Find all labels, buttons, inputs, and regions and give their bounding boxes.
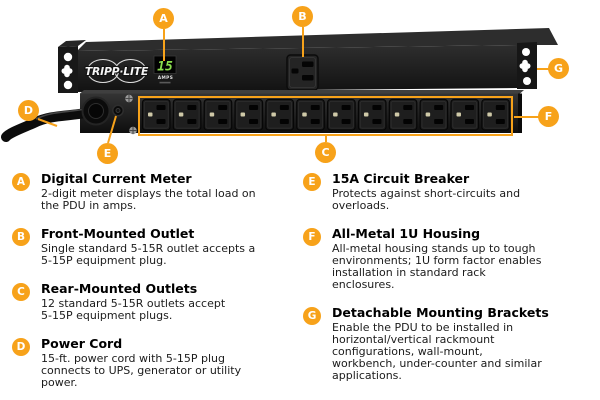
feature-title: 15A Circuit Breaker [332,171,470,186]
feature-all-metal-housing: F All-Metal 1U Housing All-metal housing… [303,227,592,291]
feature-power-cord: D Power Cord 15-ft. power cord with 5-15… [12,337,303,389]
feature-title: Digital Current Meter [41,171,192,186]
front-outlet [286,54,319,91]
feature-title: Front-Mounted Outlet [41,226,195,241]
feature-legend: A Digital Current Meter 2-digit meter di… [12,172,592,400]
callout-line-d [37,118,58,127]
current-meter: 15 AMPS [153,55,177,84]
device-illustration: TRIPP·LITE 15 AMPS [0,0,600,166]
feature-rear-mounted-outlets: C Rear-Mounted Outlets 12 standard 5-15R… [12,282,303,322]
feature-front-mounted-outlet: B Front-Mounted Outlet Single standard 5… [12,227,303,267]
meter-value: 15 [157,60,173,75]
feature-bullet-a: A [12,173,30,191]
feature-digital-current-meter: A Digital Current Meter 2-digit meter di… [12,172,303,212]
power-cord [1,96,111,142]
callout-line-e [107,115,117,144]
legend-column-left: A Digital Current Meter 2-digit meter di… [12,172,303,400]
callout-marker-b: B [292,6,313,27]
callout-marker-e: E [97,143,118,164]
callout-marker-f: F [538,106,559,127]
feature-bullet-c: C [12,283,30,301]
panel-screws [125,94,137,135]
feature-mounting-brackets: G Detachable Mounting Brackets Enable th… [303,306,592,382]
mounting-bracket-left [58,40,86,93]
legend-column-right: E 15A Circuit Breaker Protects against s… [303,172,592,400]
meter-unit-label: AMPS [158,75,173,81]
feature-description: 15-ft. power cord with 5-15P plug connec… [41,352,242,389]
feature-title: All-Metal 1U Housing [332,226,481,241]
callout-marker-a: A [153,8,174,29]
circuit-breaker-button [112,104,124,117]
callout-lines [37,27,549,144]
feature-description: Enable the PDU to be installed in horizo… [332,321,542,382]
mounting-bracket-right [517,42,537,89]
brand-text: TRIPP·LITE [85,65,149,78]
feature-bullet-e: E [303,173,321,191]
feature-bullet-b: B [12,228,30,246]
feature-title: Detachable Mounting Brackets [332,305,549,320]
callout-marker-g: G [548,58,569,79]
feature-title: Rear-Mounted Outlets [41,281,198,296]
feature-bullet-g: G [303,307,321,325]
feature-description: 2-digit meter displays the total load on… [41,187,256,212]
feature-description: All-metal housing stands up to tough env… [332,242,542,291]
tripp-lite-logo: TRIPP·LITE [84,58,150,84]
feature-description: Protects against short-circuits and over… [332,187,521,212]
feature-description: 12 standard 5-15R outlets accept 5-15P e… [41,297,226,322]
feature-description: Single standard 5-15R outlet accepts a 5… [41,242,256,267]
feature-circuit-breaker: E 15A Circuit Breaker Protects against s… [303,172,592,212]
feature-title: Power Cord [41,336,123,351]
pdu-drawing: TRIPP·LITE 15 AMPS [1,27,558,144]
feature-bullet-d: D [12,338,30,356]
callout-marker-d: D [18,100,39,121]
feature-bullet-f: F [303,228,321,246]
callout-marker-c: C [315,142,336,163]
